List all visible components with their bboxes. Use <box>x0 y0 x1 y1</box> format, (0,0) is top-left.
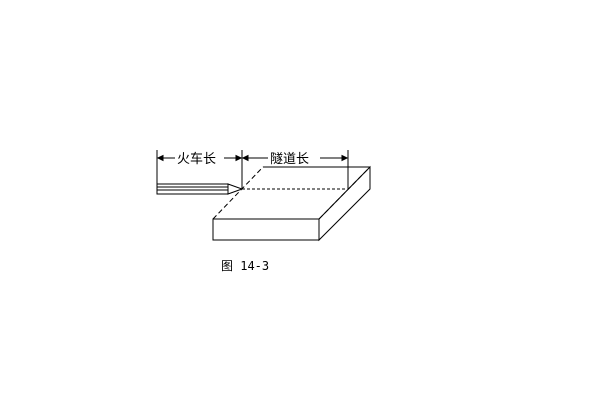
tunnel-length-arrow <box>241 154 349 162</box>
train-length-arrow <box>156 154 243 162</box>
dimension-lines <box>156 150 349 190</box>
tunnel-top-face <box>213 167 370 219</box>
tunnel-length-label: 隧道长 <box>270 151 309 167</box>
train-shape <box>156 183 244 195</box>
train-length-label: 火车长 <box>177 151 216 167</box>
tunnel-box <box>212 165 371 242</box>
tunnel-front-face <box>212 218 320 241</box>
figure-caption: 图 14-3 <box>221 259 269 273</box>
